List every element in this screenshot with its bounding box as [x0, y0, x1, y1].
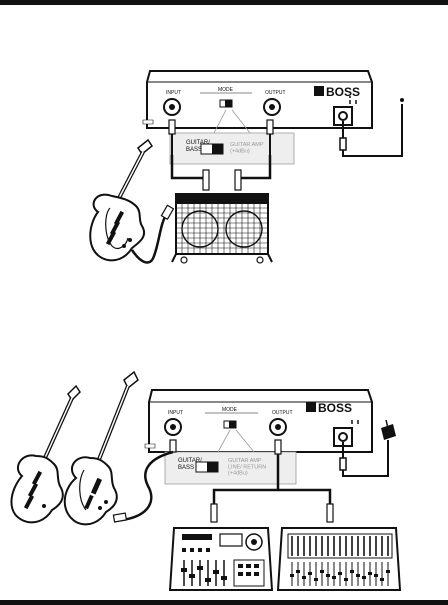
mode-switch-callout-1: GUITAR/BASS GUITAR AMP(+4dBu): [169, 109, 295, 165]
input-label-2: INPUT: [168, 410, 183, 416]
mode-label-1: MODE: [218, 87, 234, 93]
mode-label-2: MODE: [222, 407, 238, 413]
input-label-1: INPUT: [166, 90, 181, 96]
guitar-amp: [171, 193, 273, 264]
multitrack-recorder: [168, 527, 274, 591]
boss-unit-2: INPUT OUTPUT MODE BOSS: [144, 389, 373, 453]
output-label-2: OUTPUT: [272, 410, 293, 416]
bass-guitar-illustration: [63, 370, 139, 526]
ac-adapter-2: [339, 419, 396, 477]
output-label-1: OUTPUT: [265, 90, 286, 96]
svg-text:BOSS: BOSS: [318, 401, 352, 415]
callout-left-label-2: GUITAR/BASS: [178, 458, 202, 471]
ac-adapter-cable-1: [339, 98, 404, 157]
top-rule: [0, 0, 448, 5]
input-cable-2: [112, 439, 177, 523]
instrument-cables-1: [168, 119, 274, 191]
electric-guitar-illustration-1: [89, 138, 175, 264]
brand-logo-1: BOSS: [314, 85, 360, 99]
electric-guitar-illustration-2: [10, 384, 81, 524]
diagram-line-return: INPUT OUTPUT MODE BOSS: [10, 370, 402, 591]
bottom-rule: [0, 600, 448, 605]
diagram-guitar-amp: INPUT OUTPUT MODE BOSS: [89, 70, 404, 264]
mixing-console: [276, 527, 402, 591]
output-cables-2: [210, 439, 334, 523]
brand-logo-2: BOSS: [306, 401, 352, 415]
callout-left-label-1: GUITAR/BASS: [186, 140, 210, 153]
svg-text:BOSS: BOSS: [326, 85, 360, 99]
callout-right-label-1: GUITAR AMP(+4dBu): [230, 142, 264, 154]
boss-unit-1: INPUT OUTPUT MODE BOSS: [142, 70, 373, 129]
